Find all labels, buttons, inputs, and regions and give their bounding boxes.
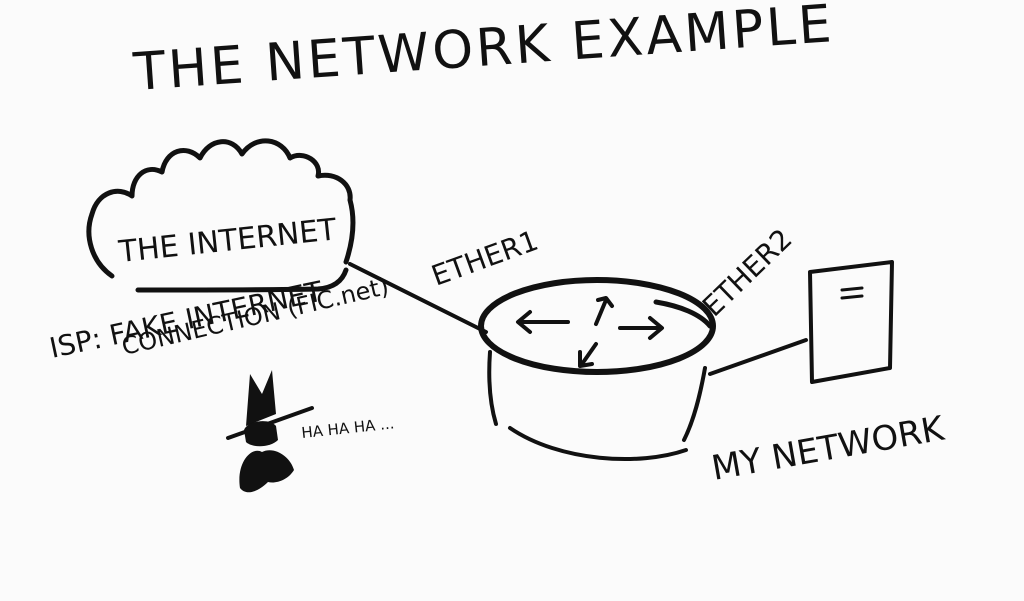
ether1-label: ETHER1 (427, 224, 542, 293)
router-device (478, 277, 716, 462)
computer-icon (808, 260, 894, 384)
diagram-title: THE NETWORK EXAMPLE (131, 0, 836, 103)
my-network-label: MY NETWORK (709, 408, 949, 488)
ether1-link (348, 262, 488, 334)
isp-label: ISP: FAKE INTERNET CONNECTION (FIC.net) (47, 272, 392, 365)
internet-label: THE INTERNET (116, 212, 339, 270)
hacker-caption: HA HA HA ... (301, 414, 396, 442)
ether2-label: ETHER2 (696, 222, 799, 323)
ether2-link (708, 338, 808, 376)
internet-cloud: THE INTERNET (86, 138, 356, 293)
routing-arrows-icon (516, 296, 664, 368)
hacker-figure: HA HA HA ... (226, 370, 396, 493)
